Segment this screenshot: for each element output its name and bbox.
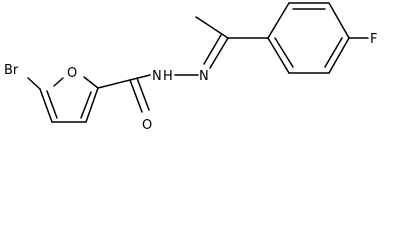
- bond-ring-c4-c5: [328, 37, 350, 74]
- chemical-structure-diagram: Br O O N H N F: [4, 2, 377, 133]
- bond-c4-c5-inner: [46, 90, 58, 119]
- bond-n-imine-carbon-double: [203, 34, 222, 65]
- bond-c5-o1: [53, 77, 64, 87]
- bond-carbonyl-nh: [129, 74, 151, 81]
- bond-carbonyl-oxygen: [129, 79, 143, 113]
- bond-c2-c3: [85, 87, 99, 123]
- atom-amide-nitrogen: N: [152, 69, 162, 84]
- bond-n-imine-carbon: [209, 37, 229, 69]
- bond-ring-c6-c1-inner: [274, 37, 294, 68]
- bond-imine-methyl: [195, 16, 229, 39]
- atom-fluorine: F: [370, 32, 377, 47]
- atom-bromine: Br: [4, 63, 19, 78]
- atom-imine-nitrogen: N: [199, 69, 209, 84]
- bond-c5-br: [27, 77, 41, 90]
- bond-c4-c5: [39, 88, 53, 123]
- bond-ring-c4-c5-inner: [324, 37, 343, 68]
- bond-carbonyl-oxygen-double: [136, 77, 150, 111]
- bond-c2-carbonyl: [97, 79, 131, 89]
- bond-o1-c2: [83, 76, 99, 89]
- bond-ring-c6-c1: [267, 37, 290, 74]
- atom-furan-oxygen: O: [67, 66, 77, 81]
- bond-ring-c1-c2: [267, 2, 290, 39]
- bond-ring-c3-c4: [328, 2, 350, 39]
- atom-amide-hydrogen: H: [163, 69, 173, 84]
- atom-carbonyl-oxygen: O: [142, 118, 152, 133]
- bond-c3-c2-inner: [80, 91, 92, 119]
